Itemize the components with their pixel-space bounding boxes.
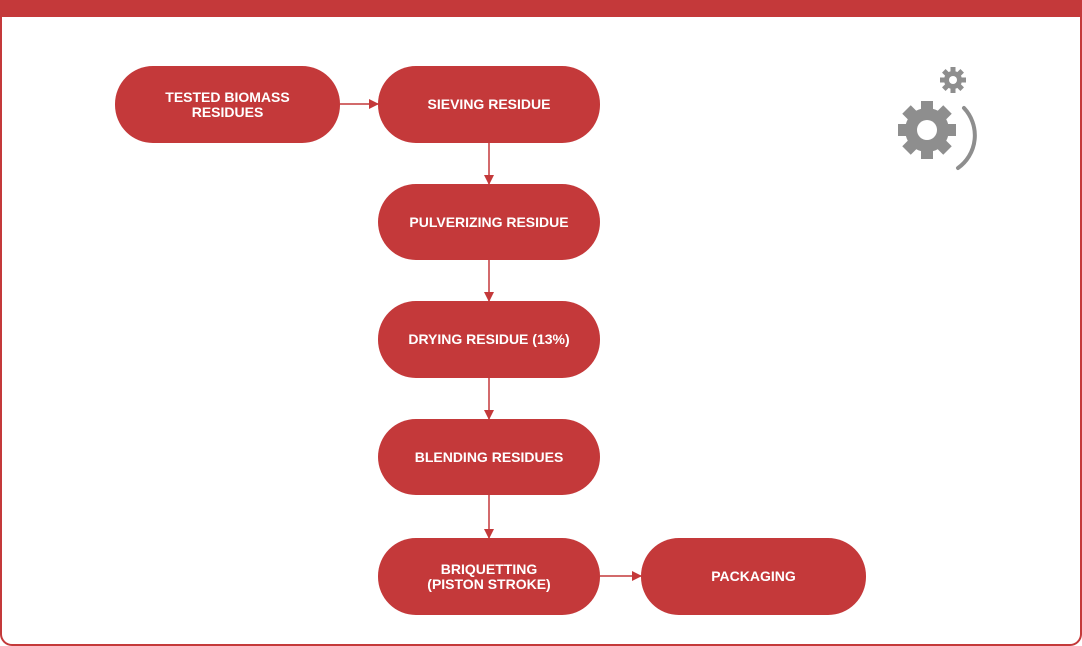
- node-packaging: PACKAGING: [641, 538, 866, 615]
- node-pulverizing-residue: PULVERIZING RESIDUE: [378, 184, 600, 260]
- node-sieving-residue: SIEVING RESIDUE: [378, 66, 600, 143]
- node-briquetting: BRIQUETTING (PISTON STROKE): [378, 538, 600, 615]
- node-drying-residue: DRYING RESIDUE (13%): [378, 301, 600, 378]
- header-band: [0, 0, 1082, 17]
- gears-icon: [898, 67, 977, 170]
- node-blending-residues: BLENDING RESIDUES: [378, 419, 600, 495]
- node-tested-biomass-residues: TESTED BIOMASS RESIDUES: [115, 66, 340, 143]
